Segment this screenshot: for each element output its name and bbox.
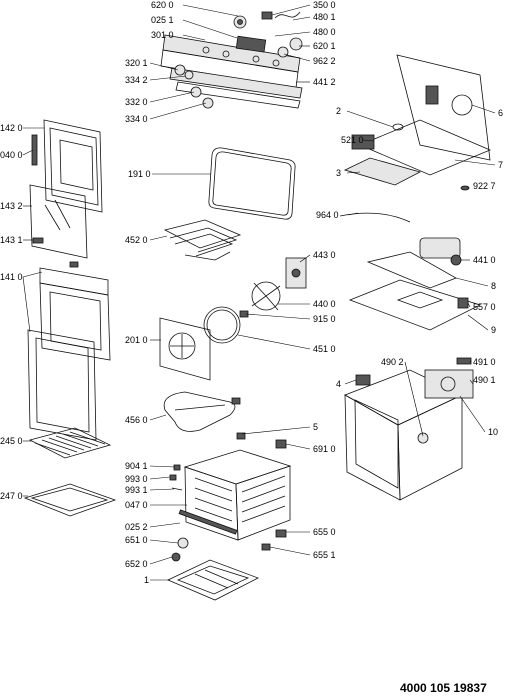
part-label: 301 0 — [151, 30, 174, 40]
part-label: 8 — [491, 281, 496, 291]
part-label: 141 0 — [0, 272, 23, 282]
top-plate-drawing — [348, 279, 482, 331]
part-label: 2 — [336, 106, 341, 116]
part-label: 025 1 — [151, 15, 174, 25]
part-label: 4 — [336, 379, 341, 389]
part-label: 10 — [488, 427, 498, 437]
cooling-fan-drawing — [339, 212, 462, 289]
part-labels: 620 0 025 1 301 0 350 0 480 1 480 0 620 … — [0, 0, 503, 585]
part-label: 490 2 — [381, 357, 404, 367]
part-label: 557 0 — [473, 302, 496, 312]
part-label: 247 0 — [0, 491, 23, 501]
part-label: 6 — [498, 108, 503, 118]
part-label: 993 0 — [125, 474, 148, 484]
part-label: 620 1 — [313, 41, 336, 51]
part-label: 350 0 — [313, 0, 336, 10]
oven-racks-drawing — [23, 427, 117, 517]
part-label: 915 0 — [313, 314, 336, 324]
outer-casing-drawing — [344, 357, 474, 501]
top-cover-drawing — [343, 54, 492, 191]
part-label: 452 0 — [125, 235, 148, 245]
back-panel-drawing — [159, 317, 211, 381]
grill-element-drawing — [163, 219, 242, 261]
part-label: 456 0 — [125, 415, 148, 425]
part-label: 451 0 — [313, 344, 336, 354]
part-label: 334 0 — [125, 114, 148, 124]
part-label: 443 0 — [313, 250, 336, 260]
part-label: 652 0 — [125, 559, 148, 569]
part-label: 491 0 — [473, 357, 496, 367]
part-label: 9 — [491, 325, 496, 335]
door-outer-drawing — [27, 267, 111, 441]
part-label: 040 0 — [0, 150, 23, 160]
part-label: 620 0 — [151, 0, 174, 10]
part-label: 993 1 — [125, 485, 148, 495]
bottom-element-drawing — [163, 391, 241, 432]
part-label: 691 0 — [313, 444, 336, 454]
part-label: 047 0 — [125, 500, 148, 510]
bottom-panel-drawing — [167, 559, 259, 601]
part-label: 441 2 — [313, 77, 336, 87]
part-label: 1 — [144, 575, 149, 585]
part-label: 143 1 — [0, 235, 23, 245]
part-label: 334 2 — [125, 75, 148, 85]
part-label: 651 0 — [125, 535, 148, 545]
part-label: 655 0 — [313, 527, 336, 537]
leader-lines — [22, 4, 496, 581]
part-label: 441 0 — [473, 255, 496, 265]
part-label: 922 7 — [473, 181, 496, 191]
part-label: 440 0 — [313, 299, 336, 309]
document-number: 4000 105 19837 — [400, 681, 487, 695]
part-label: 320 1 — [125, 58, 148, 68]
part-label: 191 0 — [128, 169, 151, 179]
part-label: 964 0 — [316, 210, 339, 220]
control-panel-drawing — [160, 11, 303, 109]
door-frame-drawing — [31, 119, 103, 213]
fan-assembly-drawing — [203, 257, 307, 344]
part-label: 142 0 — [0, 123, 23, 133]
part-label: 025 2 — [125, 522, 148, 532]
part-label: 904 1 — [125, 461, 148, 471]
part-label: 521 0 — [341, 135, 364, 145]
part-label: 7 — [498, 160, 503, 170]
part-label: 143 2 — [0, 201, 23, 211]
part-label: 655 1 — [313, 550, 336, 560]
part-label: 245 0 — [0, 436, 23, 446]
door-glass-drawing — [29, 184, 88, 268]
part-label: 201 0 — [125, 335, 148, 345]
part-label: 962 2 — [313, 56, 336, 66]
oven-cavity-drawing — [169, 432, 292, 562]
part-label: 5 — [313, 422, 318, 432]
part-label: 480 1 — [313, 12, 336, 22]
part-label: 3 — [336, 168, 341, 178]
part-label: 480 0 — [313, 27, 336, 37]
part-label: 490 1 — [473, 375, 496, 385]
part-label: 332 0 — [125, 97, 148, 107]
door-seal-drawing — [208, 147, 296, 220]
